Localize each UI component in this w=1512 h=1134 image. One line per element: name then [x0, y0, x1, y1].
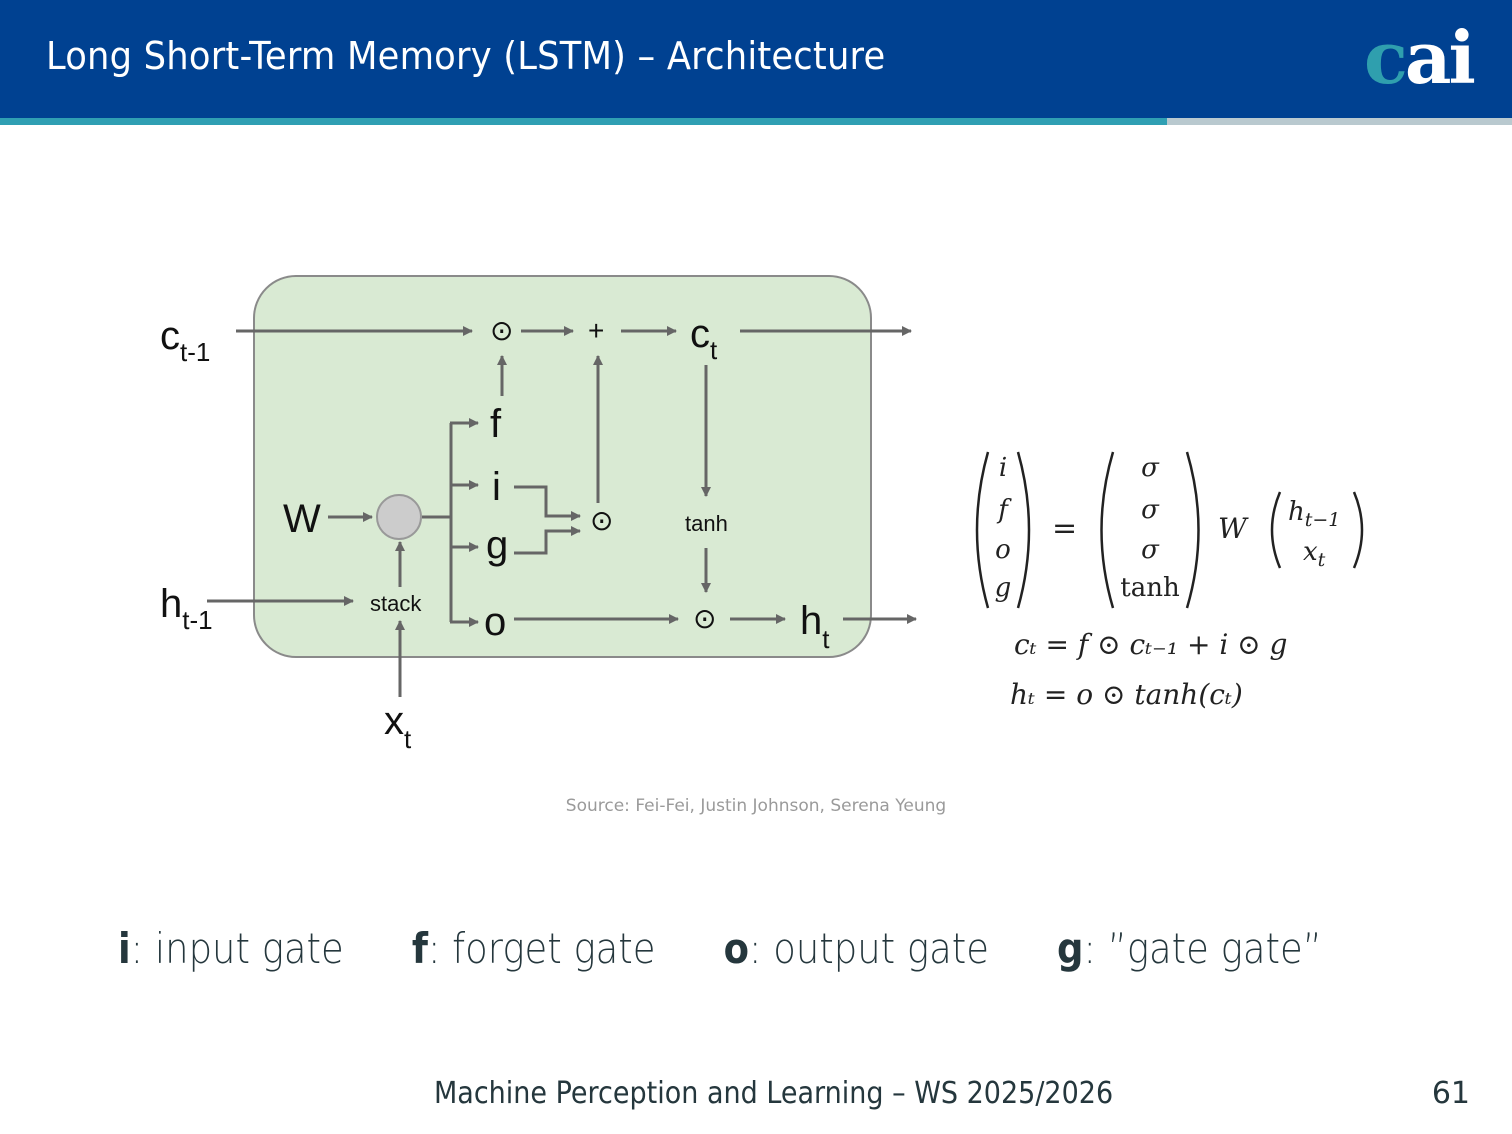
legend-item-gate: g: ”gate gate”: [1057, 924, 1322, 973]
page-number: 61: [1431, 1076, 1470, 1111]
legend-item-forget: f: forget gate: [411, 924, 656, 973]
label-tanh: tanh: [685, 511, 728, 536]
act-paren-left: [1100, 451, 1115, 609]
lstm-diagram: ct-1 ct ht-1 ht xt W f i g o stack tanh …: [160, 275, 917, 754]
label-x-t: xt: [384, 699, 412, 754]
label-gate-g: g: [486, 523, 508, 567]
gate-legend: i: input gate f: forget gate o: output g…: [118, 924, 1378, 973]
arrow-i-to-ig-mult: [514, 485, 581, 521]
header-bar: Long Short-Term Memory (LSTM) – Architec…: [0, 0, 1512, 118]
odot-forget: ⊙: [490, 315, 513, 346]
slide-title: Long Short-Term Memory (LSTM) – Architec…: [46, 34, 886, 78]
lhs-i: i: [999, 453, 1007, 483]
label-w: W: [283, 497, 321, 541]
label-h-prev: ht-1: [160, 582, 213, 635]
footer-course: Machine Perception and Learning – WS 202…: [434, 1076, 1114, 1111]
act-sigma-3: σ: [1141, 535, 1160, 565]
weight-multiply-node: [376, 494, 422, 540]
hidden-state-equation: hₜ = o ⊙ tanh(cₜ): [1010, 678, 1243, 711]
label-stack: stack: [370, 591, 422, 616]
lhs-paren-right: [1016, 451, 1031, 609]
cell-state-equation: cₜ = f ⊙ cₜ₋₁ + i ⊙ g: [1014, 628, 1287, 661]
input-x: xt: [1303, 537, 1326, 571]
lhs-paren-left: [975, 451, 990, 609]
label-h-t: ht: [800, 599, 830, 654]
lhs-g: g: [995, 573, 1012, 603]
act-paren-right: [1185, 451, 1200, 609]
odot-input: ⊙: [590, 505, 613, 536]
act-sigma-1: σ: [1141, 453, 1160, 483]
lstm-equations: i f o g = σ σ σ tanh W ht−1 xt cₜ = f ⊙ …: [975, 451, 1364, 711]
header-stripe-grey: [1167, 118, 1512, 125]
legend-item-output: o: output gate: [723, 924, 989, 973]
input-paren-right: [1352, 491, 1364, 569]
lstm-cell-box: [253, 275, 872, 658]
input-paren-left: [1270, 491, 1282, 569]
label-c-prev: ct-1: [160, 314, 210, 367]
label-gate-f: f: [490, 402, 502, 446]
odot-output: ⊙: [693, 603, 716, 634]
equals-sign: =: [1052, 511, 1077, 546]
label-gate-o: o: [484, 600, 506, 644]
source-caption: Source: Fei-Fei, Justin Johnson, Serena …: [565, 796, 947, 816]
weight-w: W: [1218, 512, 1249, 545]
lhs-o: o: [995, 535, 1011, 565]
cai-logo: cai: [1364, 15, 1476, 100]
header-stripe-teal: [0, 118, 1167, 125]
label-c-t: ct: [690, 312, 718, 365]
label-gate-i: i: [492, 465, 501, 509]
act-tanh: tanh: [1120, 573, 1180, 603]
lhs-f: f: [996, 495, 1012, 525]
plus-node: +: [588, 315, 604, 346]
act-sigma-2: σ: [1141, 495, 1160, 525]
legend-item-input: i: input gate: [118, 924, 344, 973]
input-h: ht−1: [1288, 497, 1340, 531]
arrow-g-to-ig-mult: [514, 526, 581, 555]
